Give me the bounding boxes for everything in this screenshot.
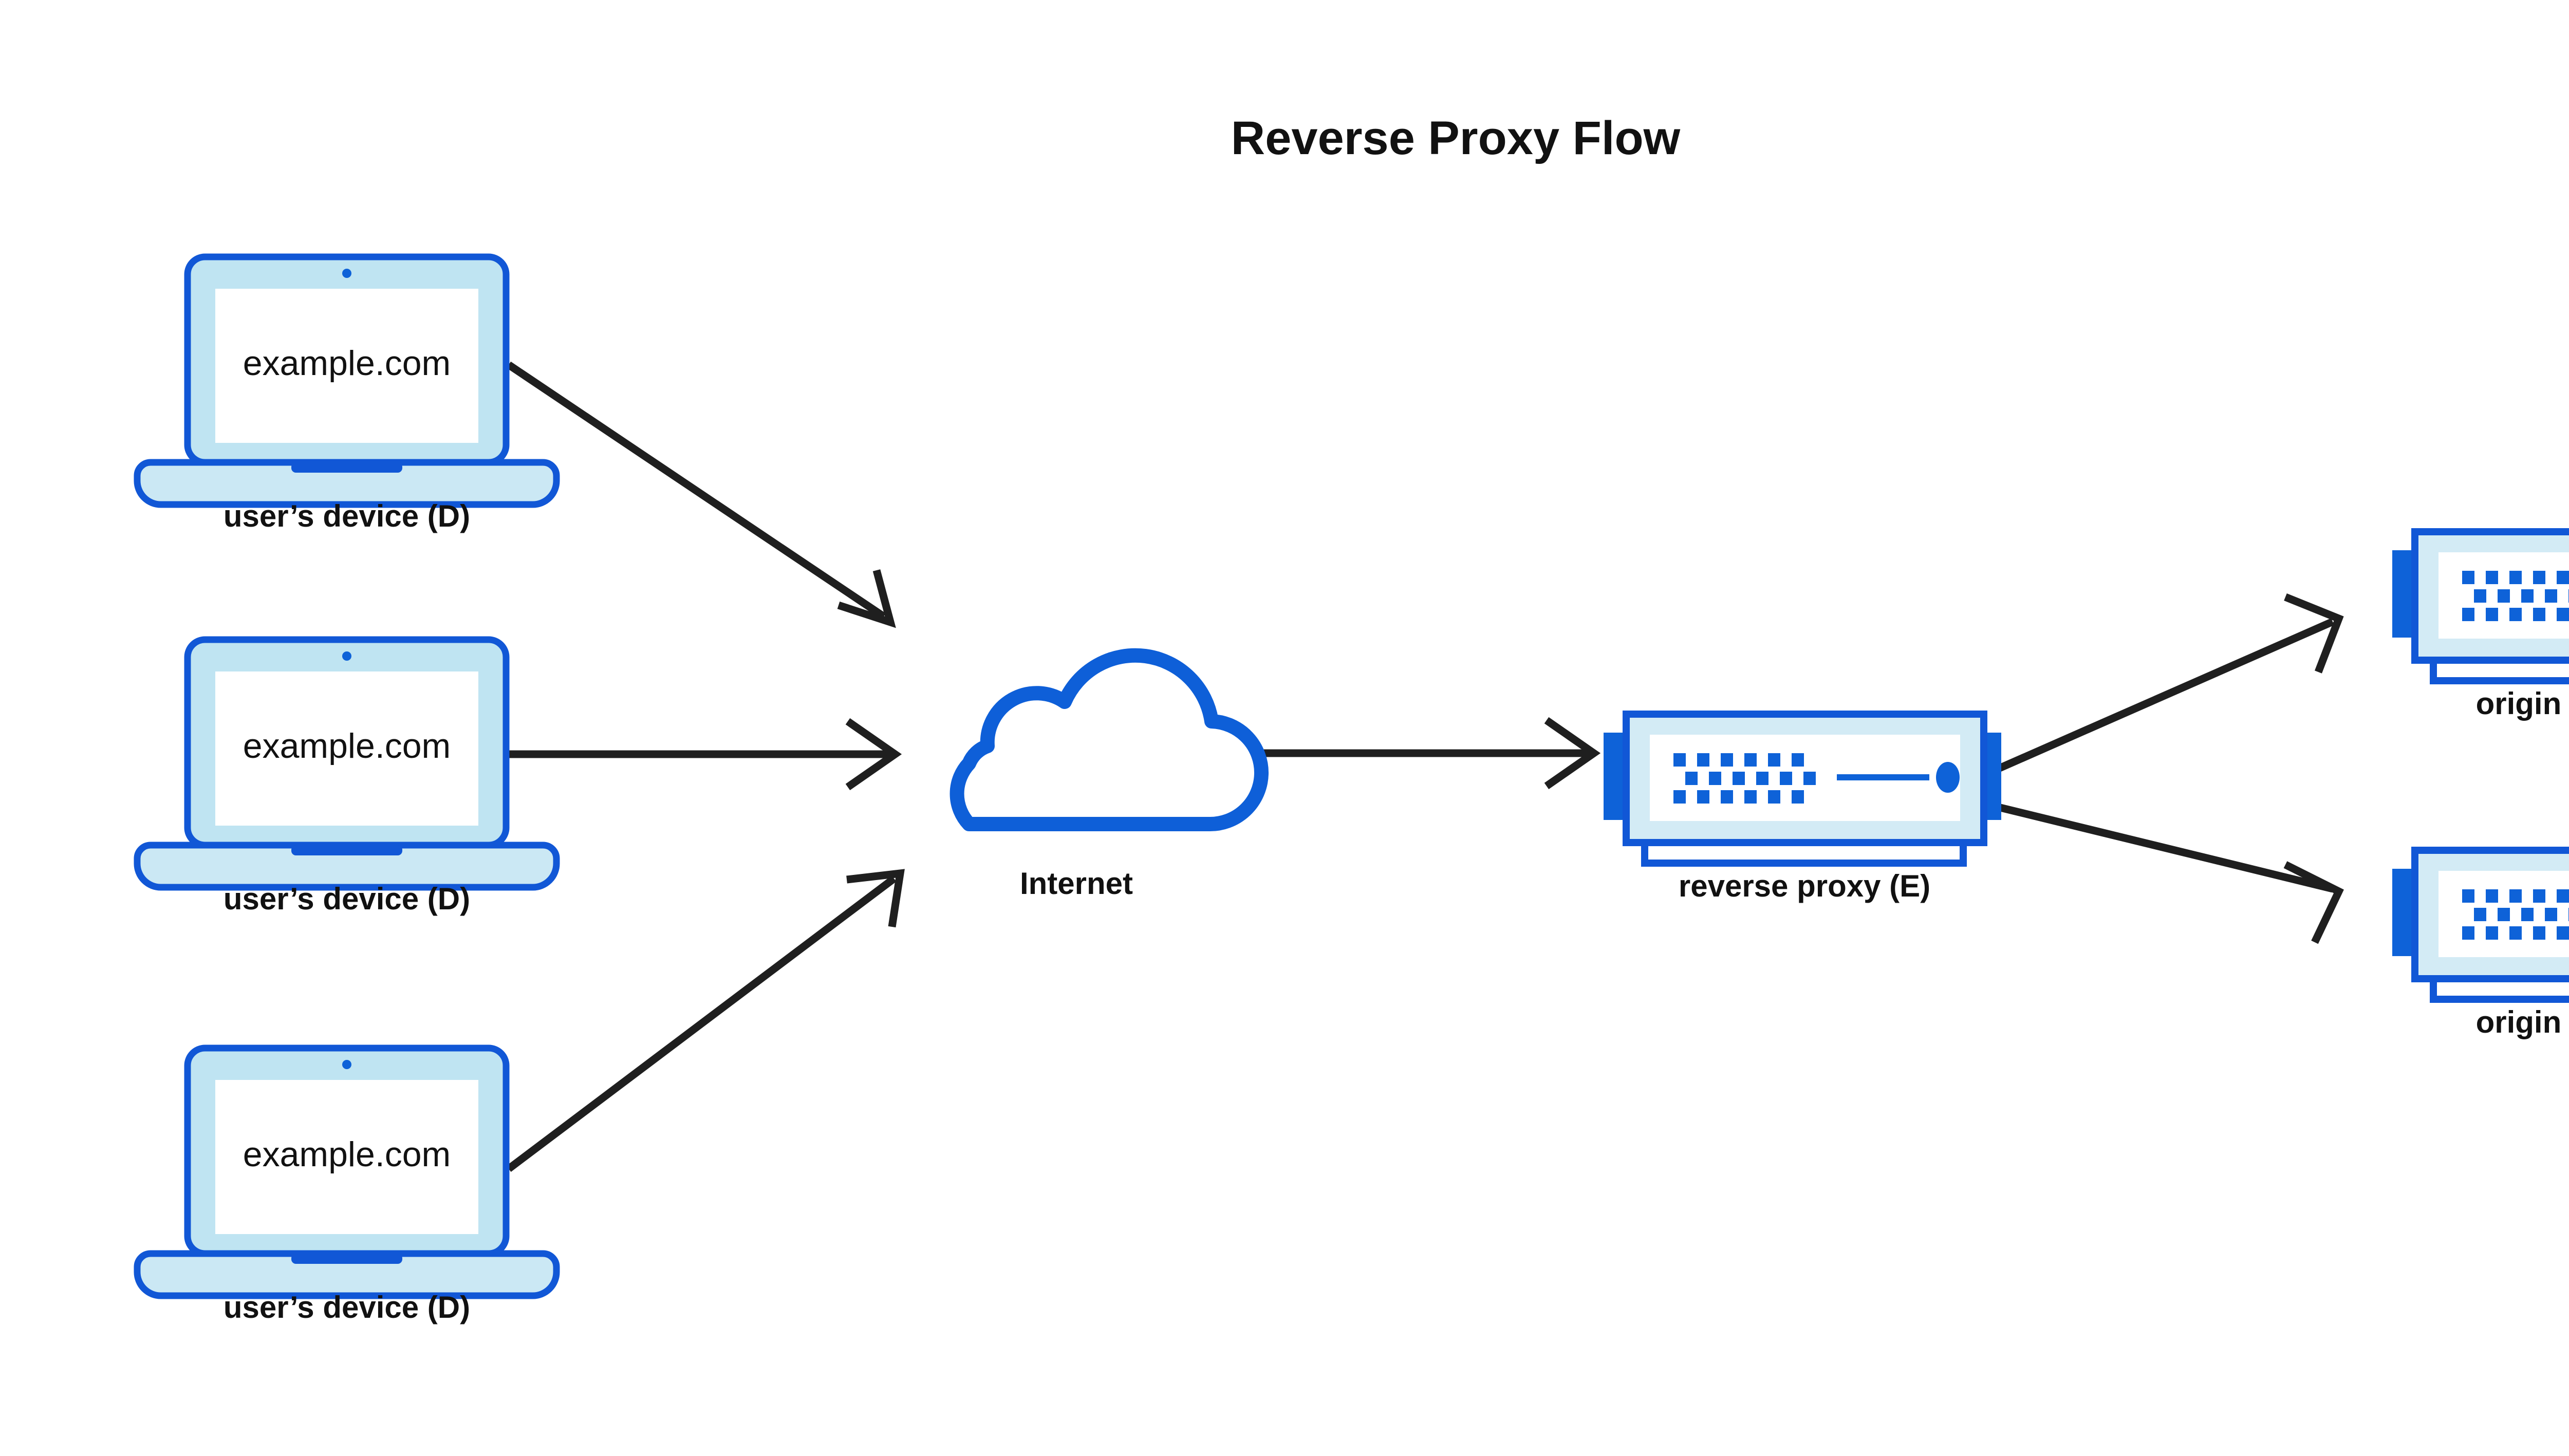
server-icon: [2392, 850, 2569, 999]
node-device-1[interactable]: example.com user’s device (D): [137, 257, 556, 533]
edge-internet-proxy: [1233, 717, 1601, 790]
origin-label: origin server (F): [2476, 1005, 2569, 1039]
server-icon: [1604, 714, 2001, 863]
edge-proxy-origin2: [1995, 802, 2344, 944]
device-screen-text: example.com: [243, 726, 451, 766]
cloud-icon: [936, 656, 1261, 824]
edge-device1-internet: [506, 361, 896, 628]
device-screen-text: example.com: [243, 344, 451, 383]
node-device-3[interactable]: example.com user’s device (D): [137, 1048, 556, 1324]
node-reverse-proxy[interactable]: reverse proxy (E): [1604, 714, 2001, 903]
edge-device3-internet: [506, 869, 905, 1172]
edge-proxy-origin1: [1994, 593, 2344, 773]
proxy-label: reverse proxy (E): [1679, 869, 1930, 903]
page-title: Reverse Proxy Flow: [1231, 112, 1681, 164]
server-icon: [2392, 532, 2569, 681]
device-screen-text: example.com: [243, 1135, 451, 1174]
device-label: user’s device (D): [224, 499, 470, 533]
internet-label: Internet: [1020, 866, 1133, 901]
device-label: user’s device (D): [224, 1290, 470, 1324]
node-device-2[interactable]: example.com user’s device (D): [137, 640, 556, 916]
node-origin-1[interactable]: origin server (F): [2392, 532, 2569, 721]
node-internet[interactable]: Internet: [936, 656, 1261, 901]
origin-label: origin server (F): [2476, 686, 2569, 721]
device-label: user’s device (D): [224, 882, 470, 916]
node-origin-2[interactable]: origin server (F): [2392, 850, 2569, 1039]
edge-device2-internet: [501, 718, 902, 791]
edge-layer: [501, 361, 2344, 1172]
